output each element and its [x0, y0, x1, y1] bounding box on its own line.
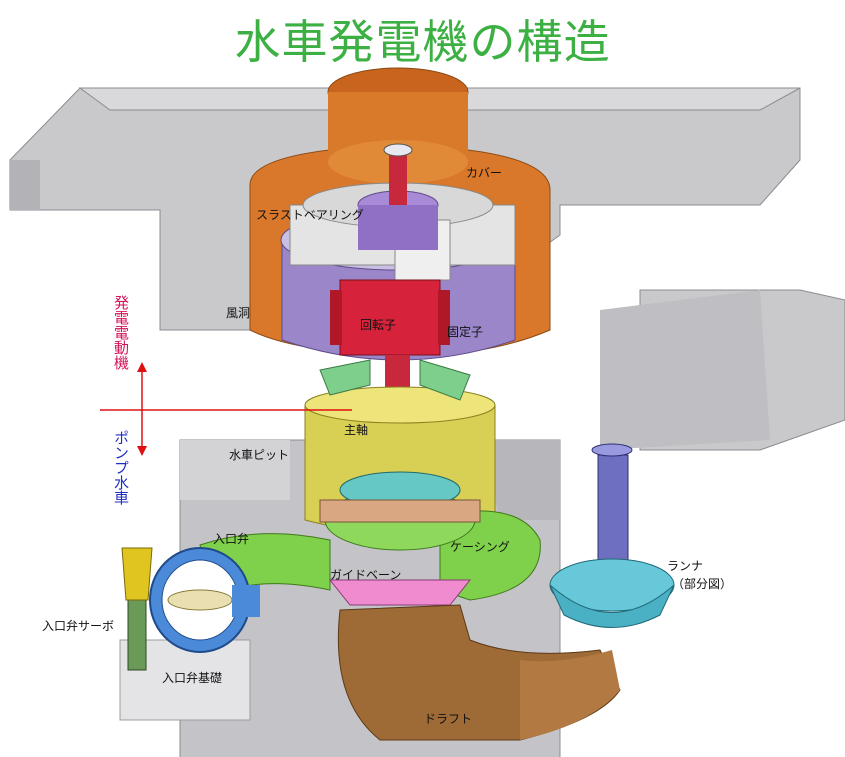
label-rotor: 回転子 — [360, 318, 397, 332]
draft-tube-part — [337, 604, 621, 741]
label-casing: ケーシング — [450, 540, 510, 554]
label-wind-tunnel: 風洞 — [226, 306, 251, 320]
label-stator: 固定子 — [447, 325, 484, 339]
label-runner-partial: （部分図） — [672, 577, 733, 591]
label-main-shaft: 主軸 — [344, 423, 369, 437]
rotor-part — [330, 279, 450, 356]
label-draft: ドラフト — [424, 712, 473, 726]
label-thrust-bearing: スラストベアリング — [256, 208, 364, 222]
label-runner: ランナ — [667, 559, 704, 573]
label-inlet-valve-foundation: 入口弁基礎 — [162, 671, 223, 685]
label-inlet-valve-servo: 入口弁サーボ — [42, 619, 115, 633]
label-inlet-valve: 入口弁 — [213, 532, 250, 546]
generator-motor-label: 発電電動機 — [112, 295, 130, 370]
arrow-down-icon — [137, 446, 147, 456]
support-arms — [319, 359, 471, 401]
runner-partial-part — [549, 443, 675, 628]
inlet-valve-part — [149, 547, 260, 653]
diagram-title: 水車発電機の構造 — [234, 15, 611, 69]
inlet-valve-servo-part — [121, 547, 153, 671]
label-turbine-pit: 水車ピット — [229, 448, 290, 462]
thrust-bearing-part — [357, 190, 439, 250]
label-guide-vane: ガイドベーン — [330, 568, 402, 582]
guide-vane-part — [319, 471, 481, 606]
arrow-up-icon — [137, 362, 147, 372]
pump-turbine-label: ポンプ水車 — [112, 430, 130, 505]
label-cover: カバー — [466, 166, 503, 180]
